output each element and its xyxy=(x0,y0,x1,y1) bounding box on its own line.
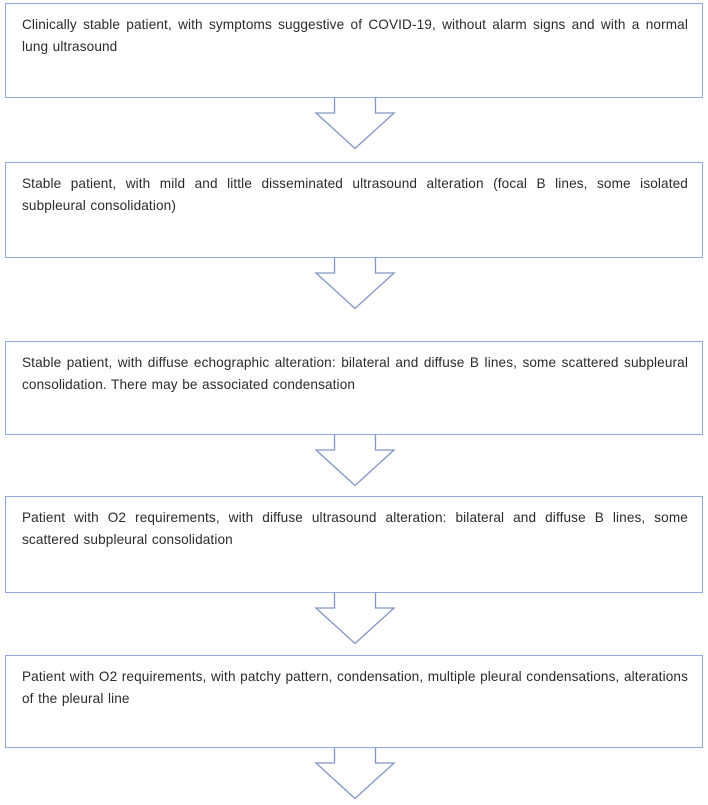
flowchart-node-4-label: Patient with O2 requirements, with diffu… xyxy=(22,510,688,547)
flowchart-arrow-1-down-icon xyxy=(314,96,396,150)
flowchart-arrow-2-down-icon xyxy=(314,256,396,310)
flowchart-node-4: Patient with O2 requirements, with diffu… xyxy=(5,496,703,593)
flowchart-arrow-4-down-icon xyxy=(314,591,396,645)
flowchart-node-2: Stable patient, with mild and little dis… xyxy=(5,162,703,258)
flowchart-node-2-label: Stable patient, with mild and little dis… xyxy=(22,176,688,213)
flowchart-node-3: Stable patient, with diffuse echographic… xyxy=(5,341,703,435)
flowchart-node-3-label: Stable patient, with diffuse echographic… xyxy=(22,355,688,392)
flowchart-arrow-5-down-icon xyxy=(314,746,396,800)
flowchart-node-5-label: Patient with O2 requirements, with patch… xyxy=(22,669,688,706)
flowchart-node-5: Patient with O2 requirements, with patch… xyxy=(5,655,703,748)
flowchart-node-1-label: Clinically stable patient, with symptoms… xyxy=(22,17,688,54)
flowchart-arrow-3-down-icon xyxy=(314,433,396,487)
flowchart-node-1: Clinically stable patient, with symptoms… xyxy=(5,3,703,98)
